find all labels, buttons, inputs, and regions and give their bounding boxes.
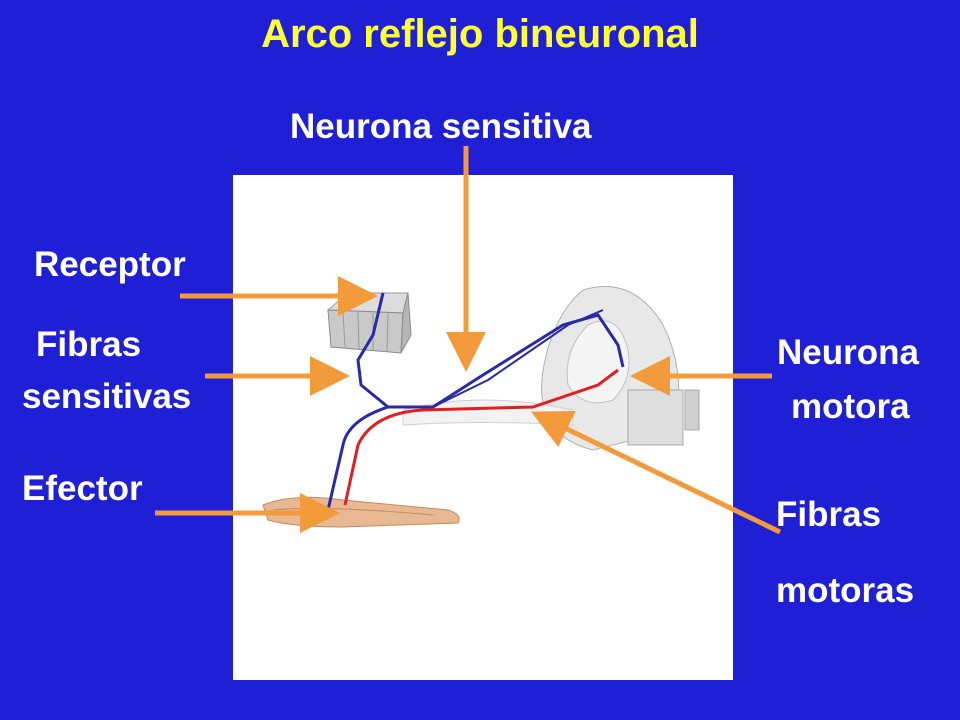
- spinal-cord: [402, 286, 700, 451]
- label-motor-fibers-line1: Fibras: [776, 495, 882, 534]
- page-title: Arco reflejo bineuronal: [261, 12, 699, 56]
- label-motor-neuron-line2: motora: [791, 387, 910, 426]
- reflex-arc-figure: [233, 175, 733, 680]
- sensory-axon-2: [432, 309, 604, 408]
- label-motor-neuron-line1: Neurona: [777, 333, 919, 372]
- arrow-motor-fibers: [530, 411, 782, 535]
- label-sensory-fibers-line1: Fibras: [36, 325, 142, 364]
- label-sensory-neuron: Neurona sensitiva: [290, 107, 592, 146]
- label-sensory-fibers-line2: sensitivas: [22, 377, 192, 416]
- motor-path: [343, 368, 619, 506]
- label-receptor: Receptor: [34, 245, 186, 284]
- label-effector: Efector: [22, 469, 143, 508]
- sensory-branch-to-muscle: [326, 405, 389, 511]
- label-motor-fibers-line2: motoras: [776, 571, 915, 610]
